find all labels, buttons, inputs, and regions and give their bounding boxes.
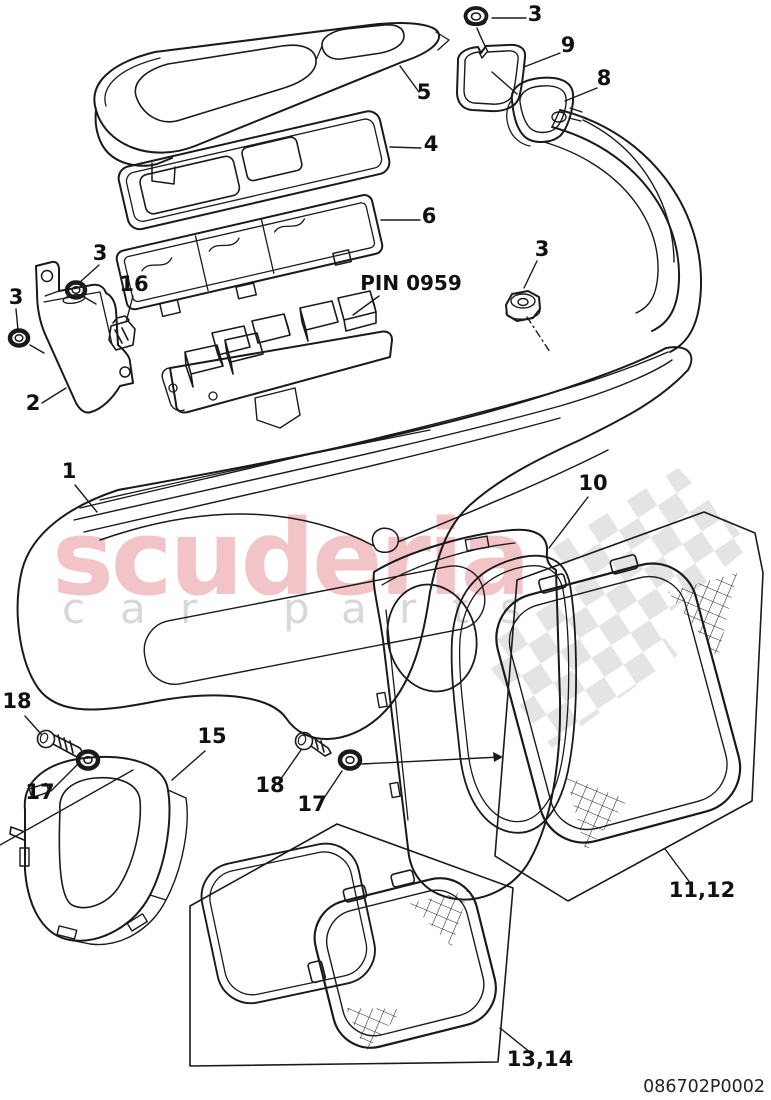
leader-lines <box>0 17 692 1054</box>
part-1-armrest <box>16 346 693 740</box>
callout-18-screw-left: 18 <box>2 689 31 713</box>
part-16-clip <box>108 315 136 351</box>
grommet-17-mid <box>337 749 363 771</box>
speaker-cover-right <box>495 554 742 844</box>
callout-2-bracket: 2 <box>26 391 41 415</box>
gasket-13 <box>200 842 376 1005</box>
callout-17-grommet-mid: 17 <box>297 792 326 816</box>
zone-11-12 <box>450 511 764 902</box>
callout-18-screw-mid: 18 <box>255 773 284 797</box>
grommet-17-left <box>75 749 101 771</box>
callout-11-12-speaker-cover: 11,12 <box>669 878 735 902</box>
speaker-mesh-patch <box>410 891 468 947</box>
speaker-mesh-patch <box>668 573 737 658</box>
callout-pin-0959: PIN 0959 <box>360 271 461 295</box>
callout-3-bracket-top: 3 <box>93 241 108 265</box>
grommet-3-bracket-top <box>64 280 88 300</box>
speaker-cover-bottom <box>307 869 497 1049</box>
callout-labels: 3 9 8 5 4 6 3 16 3 PIN 0959 3 2 1 10 18 … <box>2 2 735 1071</box>
part-15-speaker-trim-ring <box>9 755 188 946</box>
callout-3-top-grommet: 3 <box>528 2 543 26</box>
callout-6-switch-housing: 6 <box>422 204 437 228</box>
part-6-switch-housing <box>115 194 384 318</box>
document-number: 086702P0002 <box>643 1077 765 1097</box>
grommet-3-bracket-left <box>7 328 31 348</box>
callout-3-bracket-left: 3 <box>9 285 24 309</box>
part-4-trim-plate <box>117 110 391 231</box>
part-9-gasket <box>456 43 527 113</box>
zone-13-14 <box>189 823 514 1067</box>
nut-3-handle <box>505 290 541 322</box>
part-10-door-seal-panel <box>372 528 562 901</box>
speaker-mesh-patch <box>346 1008 404 1051</box>
part-2-bracket <box>35 260 134 414</box>
callout-3-handle-nut: 3 <box>535 237 550 261</box>
callout-17-grommet-left: 17 <box>25 780 54 804</box>
part-8-bezel <box>506 76 583 147</box>
callout-10-door-seal: 10 <box>578 471 607 495</box>
screw-18-mid <box>294 731 332 757</box>
door-pull-handle <box>543 109 703 353</box>
line-art-layer <box>0 6 764 1067</box>
switch-pack-pin-0959 <box>161 290 393 429</box>
brand-watermark: scuderia <box>52 497 528 619</box>
screw-18-left <box>36 729 84 758</box>
callout-4-trim-plate: 4 <box>424 132 439 156</box>
callout-1-armrest: 1 <box>62 459 77 483</box>
part-5-switch-panel-cover <box>93 22 450 185</box>
checkered-flag-watermark <box>478 566 678 748</box>
callout-13-14-speaker-cover: 13,14 <box>507 1047 573 1071</box>
speaker-mesh-patch <box>566 776 628 852</box>
callout-8-bezel: 8 <box>597 66 612 90</box>
callout-5-switch-cover: 5 <box>417 80 432 104</box>
callout-9-gasket: 9 <box>561 33 576 57</box>
callout-16-clip: 16 <box>119 272 148 296</box>
callout-15-speaker-ring: 15 <box>197 724 226 748</box>
grommet-3-top <box>463 6 489 27</box>
